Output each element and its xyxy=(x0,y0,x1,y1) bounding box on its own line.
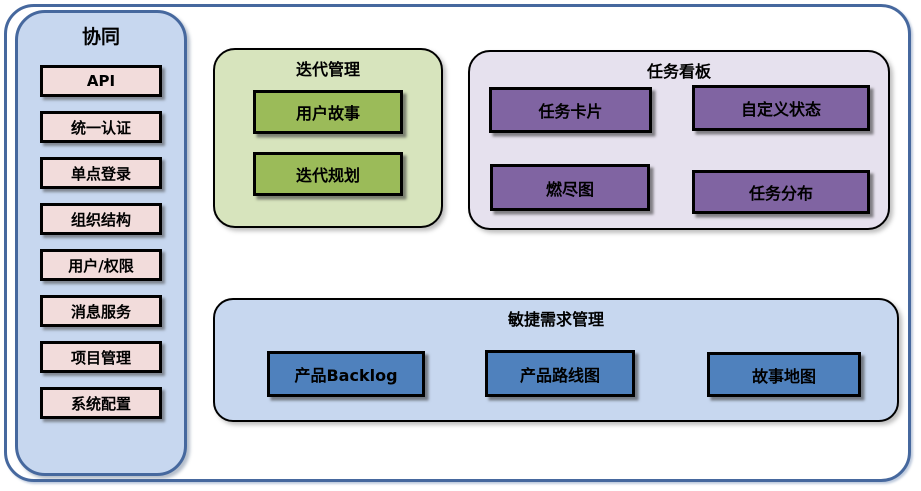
sidebar-title: 协同 xyxy=(81,26,120,48)
sidebar-item-sso: 单点登录 xyxy=(40,157,162,189)
sidebar-item-system-config: 系统配置 xyxy=(40,387,162,419)
box-task-card: 任务卡片 xyxy=(489,87,652,133)
sidebar-item-project-management: 项目管理 xyxy=(40,341,162,373)
panel-agile-requirements: 敏捷需求管理 产品Backlog 产品路线图 故事地图 xyxy=(213,298,899,422)
sidebar-item-api: API xyxy=(40,65,162,97)
panel-iteration-title: 迭代管理 xyxy=(295,60,360,79)
sidebar-item-message-service: 消息服务 xyxy=(40,295,162,327)
sidebar-item-unified-auth: 统一认证 xyxy=(40,111,162,143)
box-story-map: 故事地图 xyxy=(707,352,861,397)
box-product-roadmap: 产品路线图 xyxy=(485,350,635,397)
sidebar-item-org-structure: 组织结构 xyxy=(40,203,162,235)
box-burndown-chart: 燃尽图 xyxy=(490,164,650,211)
sidebar-item-user-permissions: 用户/权限 xyxy=(40,249,162,281)
box-product-backlog: 产品Backlog xyxy=(267,351,425,397)
box-iteration-planning: 迭代规划 xyxy=(253,152,403,196)
panel-task-board: 任务看板 任务卡片 自定义状态 燃尽图 任务分布 xyxy=(468,50,890,230)
panel-taskboard-title: 任务看板 xyxy=(646,62,711,81)
box-user-story: 用户故事 xyxy=(253,90,403,134)
collaboration-sidebar: 协同 API 统一认证 单点登录 组织结构 用户/权限 消息服务 项目管理 系统… xyxy=(15,10,187,476)
sidebar-item-list: API 统一认证 单点登录 组织结构 用户/权限 消息服务 项目管理 系统配置 xyxy=(18,65,184,419)
box-task-distribution: 任务分布 xyxy=(692,170,870,214)
panel-agile-title: 敏捷需求管理 xyxy=(507,310,604,329)
panel-iteration-management: 迭代管理 用户故事 迭代规划 xyxy=(213,48,443,228)
box-custom-status: 自定义状态 xyxy=(692,85,870,131)
